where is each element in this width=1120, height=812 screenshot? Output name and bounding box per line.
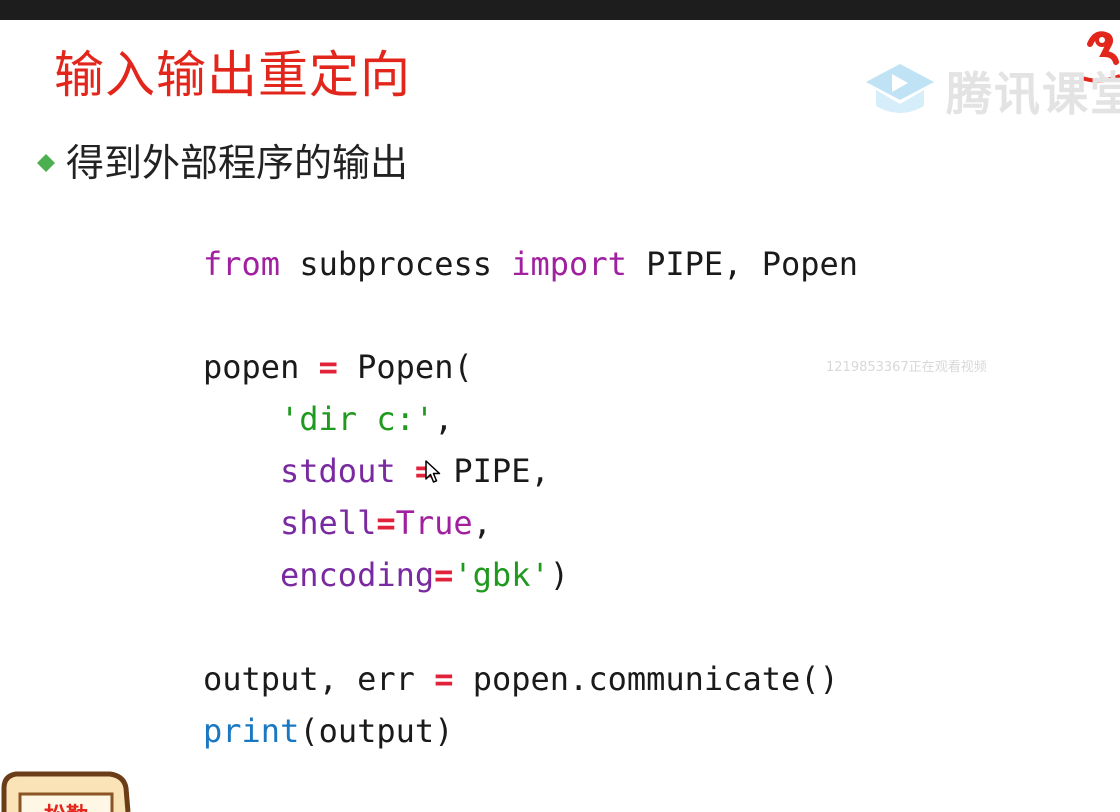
param-shell: shell [280,504,377,542]
close-paren: ) [549,556,569,594]
assign-operator: = [414,452,435,490]
pipe-value: PIPE, [434,452,550,490]
communicate-call: popen.communicate() [453,660,839,698]
bullet-item: 得到外部程序的输出 [36,138,408,188]
code-line-import: from subprocess import PIPE, Popen [203,242,858,286]
comma: , [472,504,492,542]
mouse-pointer-icon [425,460,441,483]
assign-operator: = [376,504,396,542]
print-args: (output) [299,712,454,750]
code-line-popen-assign: popen = Popen( [203,345,473,389]
diamond-bullet-icon [37,154,55,172]
param-stdout: stdout [280,452,415,490]
code-line-command: 'dir c:', [280,397,453,441]
brand-watermark: 腾讯课堂 [862,56,1120,126]
keyword-import: import [511,245,627,283]
code-line-shell: shell=True, [280,501,492,545]
viewer-watermark: 1219853367正在观看视频 [826,360,987,375]
code-line-print: print(output) [203,709,453,753]
video-top-bar [0,0,1120,20]
module-name: subprocess [280,245,512,283]
string-gbk: 'gbk' [453,556,550,594]
variables-output-err: output, err [203,660,435,698]
tencent-classroom-play-icon [866,64,934,113]
string-command: 'dir c:' [280,400,435,438]
builtin-print: print [203,712,300,750]
assign-operator: = [434,660,454,698]
mascot-corner-icon [1082,31,1120,83]
code-line-encoding: encoding='gbk') [280,553,569,597]
assign-operator: = [318,348,338,386]
sign-board-icon [1,771,131,812]
brand-text: 腾讯课堂 [946,67,1120,121]
keyword-from: from [203,245,281,283]
param-encoding: encoding [280,556,435,594]
bullet-text: 得到外部程序的输出 [66,141,409,185]
variable-popen: popen [203,348,319,386]
code-line-stdout: stdout = PIPE, [280,449,550,493]
slide-title: 输入输出重定向 [54,46,411,104]
sign-text: 松勤 [44,798,88,812]
presentation-slide: 输入输出重定向 腾讯课堂 得到外部程序的输出 1219853367正在观看视频 … [0,20,1120,812]
comma: , [434,400,454,438]
assign-operator: = [434,556,454,594]
code-line-communicate: output, err = popen.communicate() [203,657,839,701]
popen-call: Popen( [337,348,473,386]
value-true: True [395,504,473,542]
import-names: PIPE, Popen [626,245,859,283]
